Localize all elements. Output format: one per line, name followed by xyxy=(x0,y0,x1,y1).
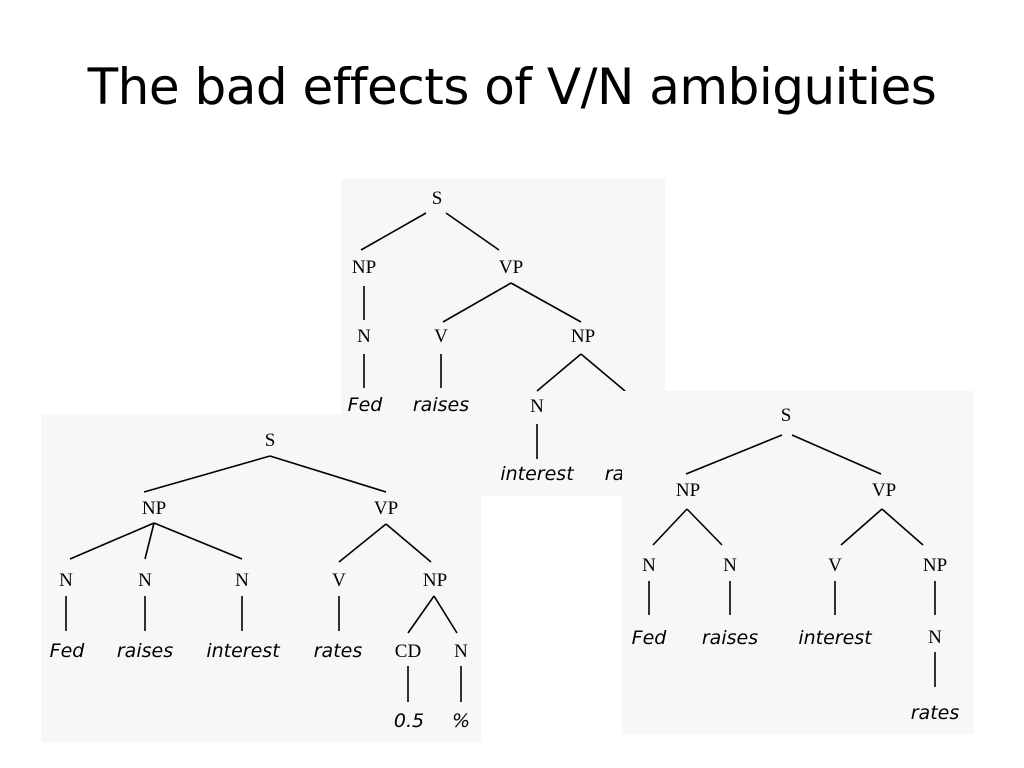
node-np: NP xyxy=(423,570,447,591)
node-n: N xyxy=(642,555,656,576)
node-np: NP xyxy=(923,555,947,576)
node-s: S xyxy=(781,405,792,426)
node-cd: CD xyxy=(395,641,421,662)
word-interest: interest xyxy=(798,627,873,649)
node-np: NP xyxy=(676,480,700,501)
node-v: V xyxy=(828,555,842,576)
word-raises: raises xyxy=(117,640,173,662)
node-np: NP xyxy=(142,498,166,519)
word-raises: raises xyxy=(413,394,469,416)
node-n: N xyxy=(235,570,249,591)
word-rates: rates xyxy=(911,702,960,724)
node-v: V xyxy=(332,570,346,591)
node-n: N xyxy=(928,627,942,648)
node-np: NP xyxy=(352,257,376,278)
node-n: N xyxy=(530,396,544,417)
node-n: N xyxy=(454,641,468,662)
node-s: S xyxy=(432,188,443,209)
node-s: S xyxy=(265,430,276,451)
word-number: 0.5 xyxy=(394,710,424,732)
tree-left-svg: S NP VP N N N V NP CD N Fed raises inter… xyxy=(50,430,470,732)
node-v: V xyxy=(434,326,448,347)
node-vp: VP xyxy=(872,480,896,501)
tree-right-svg: S NP VP N N V NP N Fed raises interest r… xyxy=(632,405,960,724)
word-rates: rates xyxy=(314,640,363,662)
node-np: NP xyxy=(571,326,595,347)
node-vp: VP xyxy=(499,257,523,278)
word-interest: interest xyxy=(206,640,281,662)
word-raises: raises xyxy=(702,627,758,649)
tree-edges xyxy=(65,455,462,702)
word-fed: Fed xyxy=(348,394,384,416)
parse-tree-verb-rates: S NP VP N N N V NP CD N Fed raises inter… xyxy=(41,414,481,742)
slide-title: The bad effects of V/N ambiguities xyxy=(87,58,937,116)
word-fed: Fed xyxy=(632,627,668,649)
parse-tree-verb-interest: S NP VP N N V NP N Fed raises interest r… xyxy=(622,391,974,734)
node-n: N xyxy=(59,570,73,591)
tree-edges xyxy=(648,434,936,687)
word-percent: % xyxy=(452,710,470,732)
word-fed: Fed xyxy=(50,640,86,662)
node-n: N xyxy=(723,555,737,576)
word-interest: interest xyxy=(500,463,575,485)
node-vp: VP xyxy=(374,498,398,519)
node-n: N xyxy=(138,570,152,591)
node-n: N xyxy=(357,326,371,347)
